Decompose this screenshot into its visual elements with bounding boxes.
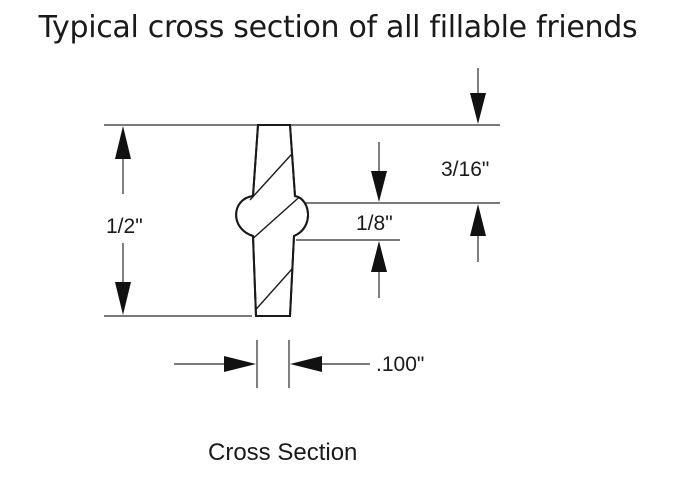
total-height-arrow-down — [115, 282, 131, 315]
thickness-arrow-left — [290, 356, 322, 372]
bulge-arrow-down — [371, 171, 387, 202]
profile-outline-stroke — [235, 124, 309, 317]
total-height-arrow-up — [115, 126, 131, 159]
diagram-title: Typical cross section of all fillable fr… — [38, 10, 638, 45]
top-offset-arrow-down — [470, 93, 486, 124]
thickness-label: .100" — [376, 353, 424, 376]
top-offset-label: 3/16" — [441, 158, 489, 181]
bulge-height-label: 1/8" — [356, 212, 393, 235]
bulge-arrow-up — [371, 241, 387, 272]
total-height-label: 1/2" — [106, 215, 143, 238]
thickness-arrow-right — [224, 356, 256, 372]
caption: Cross Section — [208, 439, 357, 466]
top-offset-arrow-up — [470, 204, 486, 236]
